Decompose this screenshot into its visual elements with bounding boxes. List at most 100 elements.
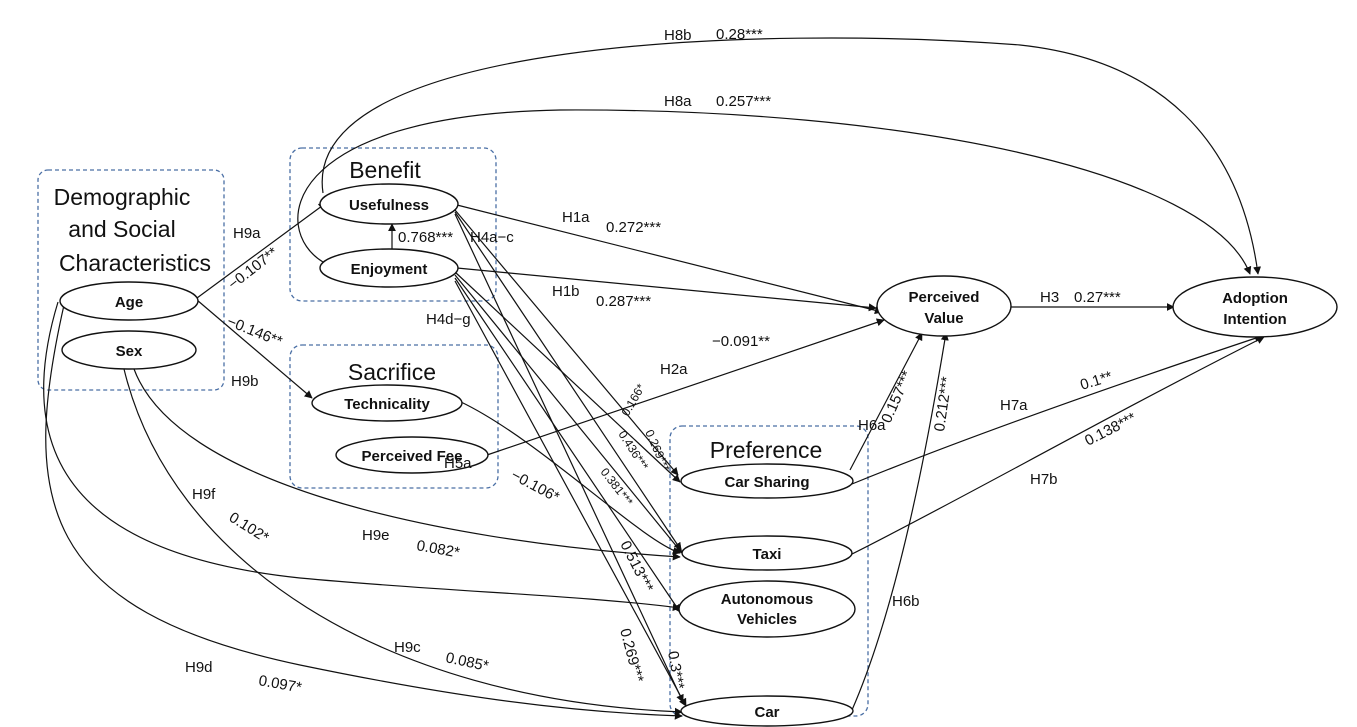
demographic-group-title-line2: and Social bbox=[68, 216, 175, 242]
coefficient-0-381: 0.381*** bbox=[598, 465, 636, 509]
perceived-value-label-line2: Value bbox=[924, 310, 963, 327]
h5a-coefficient: −0.106* bbox=[508, 467, 562, 507]
h6a-coefficient: 0.157*** bbox=[878, 368, 916, 425]
h6b-label: H6b bbox=[892, 593, 920, 610]
taxi-node bbox=[681, 535, 853, 571]
h7a-label: H7a bbox=[1000, 397, 1028, 414]
h8b-coefficient: 0.28*** bbox=[716, 26, 763, 43]
age-label: Age bbox=[115, 294, 143, 311]
preference-group-box bbox=[669, 425, 869, 717]
enjoyment-node bbox=[319, 248, 459, 288]
h8a-coefficient: 0.257*** bbox=[716, 93, 771, 110]
h9b-coefficient: −0.146** bbox=[225, 313, 285, 351]
coefficient-0-3: 0.3*** bbox=[664, 650, 687, 691]
h8b-label: H8b bbox=[664, 27, 692, 44]
h9f-coefficient: 0.102* bbox=[226, 509, 272, 546]
edge-h4d-enjoyment-carsharing bbox=[454, 271, 681, 483]
perceived-fee-label: Perceived Fee bbox=[362, 448, 463, 465]
edge-h9f bbox=[43, 301, 681, 612]
sex-label: Sex bbox=[116, 343, 143, 360]
h7b-label: H7b bbox=[1030, 471, 1058, 488]
h3-label: H3 bbox=[1040, 289, 1059, 306]
autonomous-vehicles-label-line2: Vehicles bbox=[737, 611, 797, 628]
h8a-label: H8a bbox=[664, 93, 692, 110]
demographic-group-title-line3: Characteristics bbox=[59, 250, 211, 276]
edge-h4b-usefulness-taxi bbox=[454, 211, 682, 551]
h9d-coefficient: 0.097* bbox=[257, 672, 303, 696]
h2a-coefficient: −0.091** bbox=[712, 333, 770, 350]
h5a-label: H5a bbox=[444, 455, 472, 472]
autonomous-vehicles-label-line1: Autonomous bbox=[721, 591, 813, 608]
demographic-group-title-line1: Demographic bbox=[54, 184, 191, 210]
edge-h9e bbox=[133, 368, 681, 561]
usefulness-node bbox=[319, 183, 459, 225]
h3-coefficient: 0.27*** bbox=[1074, 289, 1121, 306]
car-sharing-node bbox=[680, 463, 854, 499]
edge-h7a bbox=[851, 334, 1263, 485]
edge-h9b bbox=[196, 299, 313, 399]
adoption-intention-node bbox=[1172, 276, 1338, 338]
benefit-group-title: Benefit bbox=[349, 157, 421, 183]
h4a-c-label: H4a−c bbox=[470, 229, 514, 246]
technicality-label: Technicality bbox=[344, 396, 430, 413]
preference-group-title: Preference bbox=[710, 437, 823, 463]
car-node bbox=[680, 695, 854, 727]
h9d-label: H9d bbox=[185, 659, 213, 676]
h9a-coefficient: −0.107** bbox=[225, 244, 281, 293]
edge-h8a bbox=[297, 109, 1252, 275]
h1a-label: H1a bbox=[562, 209, 590, 226]
sacrifice-group-box bbox=[289, 344, 499, 489]
h9b-label: H9b bbox=[231, 373, 259, 390]
sacrifice-group-title: Sacrifice bbox=[348, 359, 436, 385]
h6a-label: H6a bbox=[858, 417, 886, 434]
edge-h2a bbox=[486, 318, 885, 456]
edge-h1b bbox=[456, 267, 877, 312]
h9c-coefficient: 0.085* bbox=[444, 649, 490, 675]
perceived-value-label-line1: Perceived bbox=[909, 289, 980, 306]
edge-h7b bbox=[849, 336, 1265, 556]
taxi-label: Taxi bbox=[753, 546, 782, 563]
sex-node bbox=[61, 330, 197, 370]
autonomous-vehicles-node bbox=[678, 580, 856, 638]
perceived-value-node bbox=[876, 275, 1012, 337]
h6b-coefficient: 0.212*** bbox=[931, 376, 956, 433]
h9f-label: H9f bbox=[192, 486, 216, 503]
edge-h4f-enjoyment-autonomous bbox=[454, 277, 681, 613]
h7b-coefficient: 0.138*** bbox=[1082, 409, 1139, 449]
car-sharing-label: Car Sharing bbox=[724, 474, 809, 491]
h9c-label: H9c bbox=[394, 639, 421, 656]
h9e-label: H9e bbox=[362, 527, 390, 544]
adoption-intention-label-line2: Intention bbox=[1223, 311, 1286, 328]
car-label: Car bbox=[754, 704, 779, 721]
coefficient-0-269-lower: 0.269*** bbox=[616, 627, 647, 685]
adoption-intention-label-line1: Adoption bbox=[1222, 290, 1288, 307]
edge-h9c bbox=[123, 368, 683, 716]
edge-h6a bbox=[849, 332, 923, 471]
h1a-coefficient: 0.272*** bbox=[606, 219, 661, 236]
edge-h6b bbox=[851, 332, 949, 711]
h1b-label: H1b bbox=[552, 283, 580, 300]
edge-h4c-usefulness-car bbox=[454, 213, 684, 703]
age-node bbox=[59, 281, 199, 321]
enjoyment-usefulness-coefficient: 0.768*** bbox=[398, 229, 453, 246]
coefficient-0-166: 0.166* bbox=[618, 381, 648, 418]
edge-h9a bbox=[196, 202, 327, 299]
enjoyment-label: Enjoyment bbox=[351, 261, 428, 278]
technicality-node bbox=[311, 384, 463, 422]
coefficient-0-513: 0.513*** bbox=[616, 538, 656, 595]
edge-h9d bbox=[45, 304, 683, 720]
edge-h8b bbox=[321, 37, 1262, 275]
edge-h4e-enjoyment-taxi bbox=[454, 274, 683, 554]
edge-h1a bbox=[456, 204, 883, 315]
perceived-fee-node bbox=[335, 436, 489, 474]
usefulness-label: Usefulness bbox=[349, 197, 429, 214]
h1b-coefficient: 0.287*** bbox=[596, 293, 651, 310]
benefit-group-box bbox=[289, 147, 497, 302]
edge-h4g-enjoyment-car bbox=[454, 280, 687, 707]
h7a-coefficient: 0.1** bbox=[1078, 368, 1114, 394]
h9a-label: H9a bbox=[233, 225, 261, 242]
h9e-coefficient: 0.082* bbox=[415, 537, 461, 561]
h4d-g-label: H4d−g bbox=[426, 311, 471, 328]
edge-h5a bbox=[460, 401, 681, 555]
